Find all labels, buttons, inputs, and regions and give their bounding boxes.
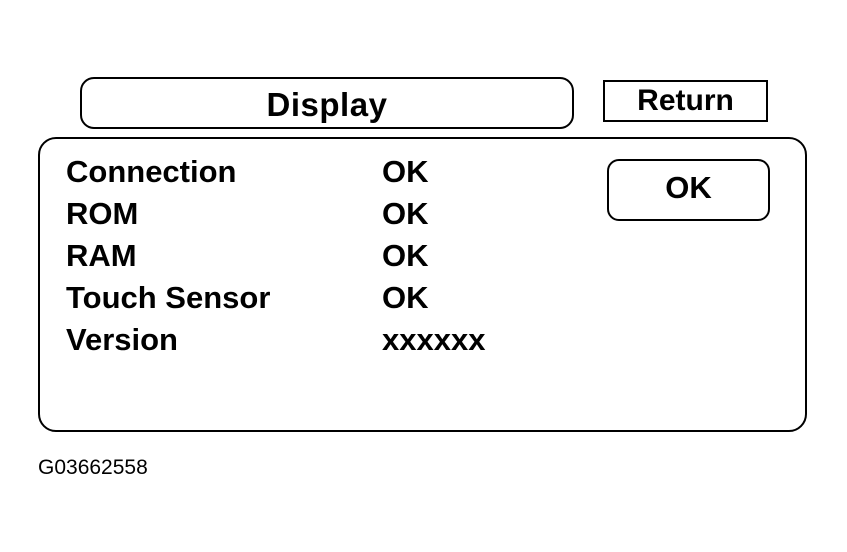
ok-button[interactable]: OK <box>607 159 770 221</box>
status-row-ram: RAM OK <box>66 238 546 278</box>
status-panel <box>38 137 807 432</box>
return-button[interactable]: Return <box>603 80 768 122</box>
status-label: Connection <box>66 154 237 189</box>
status-label: ROM <box>66 196 139 231</box>
display-title-box: Display <box>80 77 574 129</box>
status-value: xxxxxx <box>382 322 486 357</box>
status-row-version: Version xxxxxx <box>66 322 546 362</box>
status-row-rom: ROM OK <box>66 196 546 236</box>
status-value: OK <box>382 196 429 231</box>
status-label: RAM <box>66 238 137 273</box>
status-row-touch-sensor: Touch Sensor OK <box>66 280 546 320</box>
ok-button-label: OK <box>665 170 712 205</box>
page-title: Display <box>266 86 388 123</box>
status-value: OK <box>382 154 429 189</box>
figure-id-label: G03662558 <box>38 456 148 479</box>
status-value: OK <box>382 280 429 315</box>
status-value: OK <box>382 238 429 273</box>
status-row-connection: Connection OK <box>66 154 546 194</box>
status-label: Touch Sensor <box>66 280 271 315</box>
return-button-label: Return <box>637 84 734 117</box>
status-label: Version <box>66 322 178 357</box>
